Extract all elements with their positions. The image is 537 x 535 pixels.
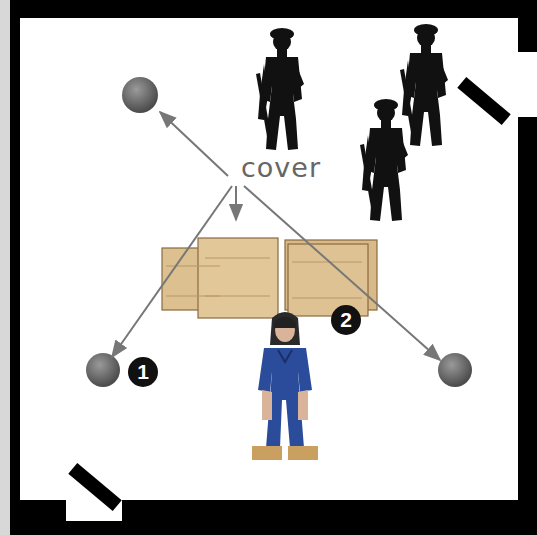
cover-label: cover — [238, 153, 324, 183]
callout-number: 2 — [331, 305, 361, 335]
callout-number: 1 — [128, 357, 158, 387]
